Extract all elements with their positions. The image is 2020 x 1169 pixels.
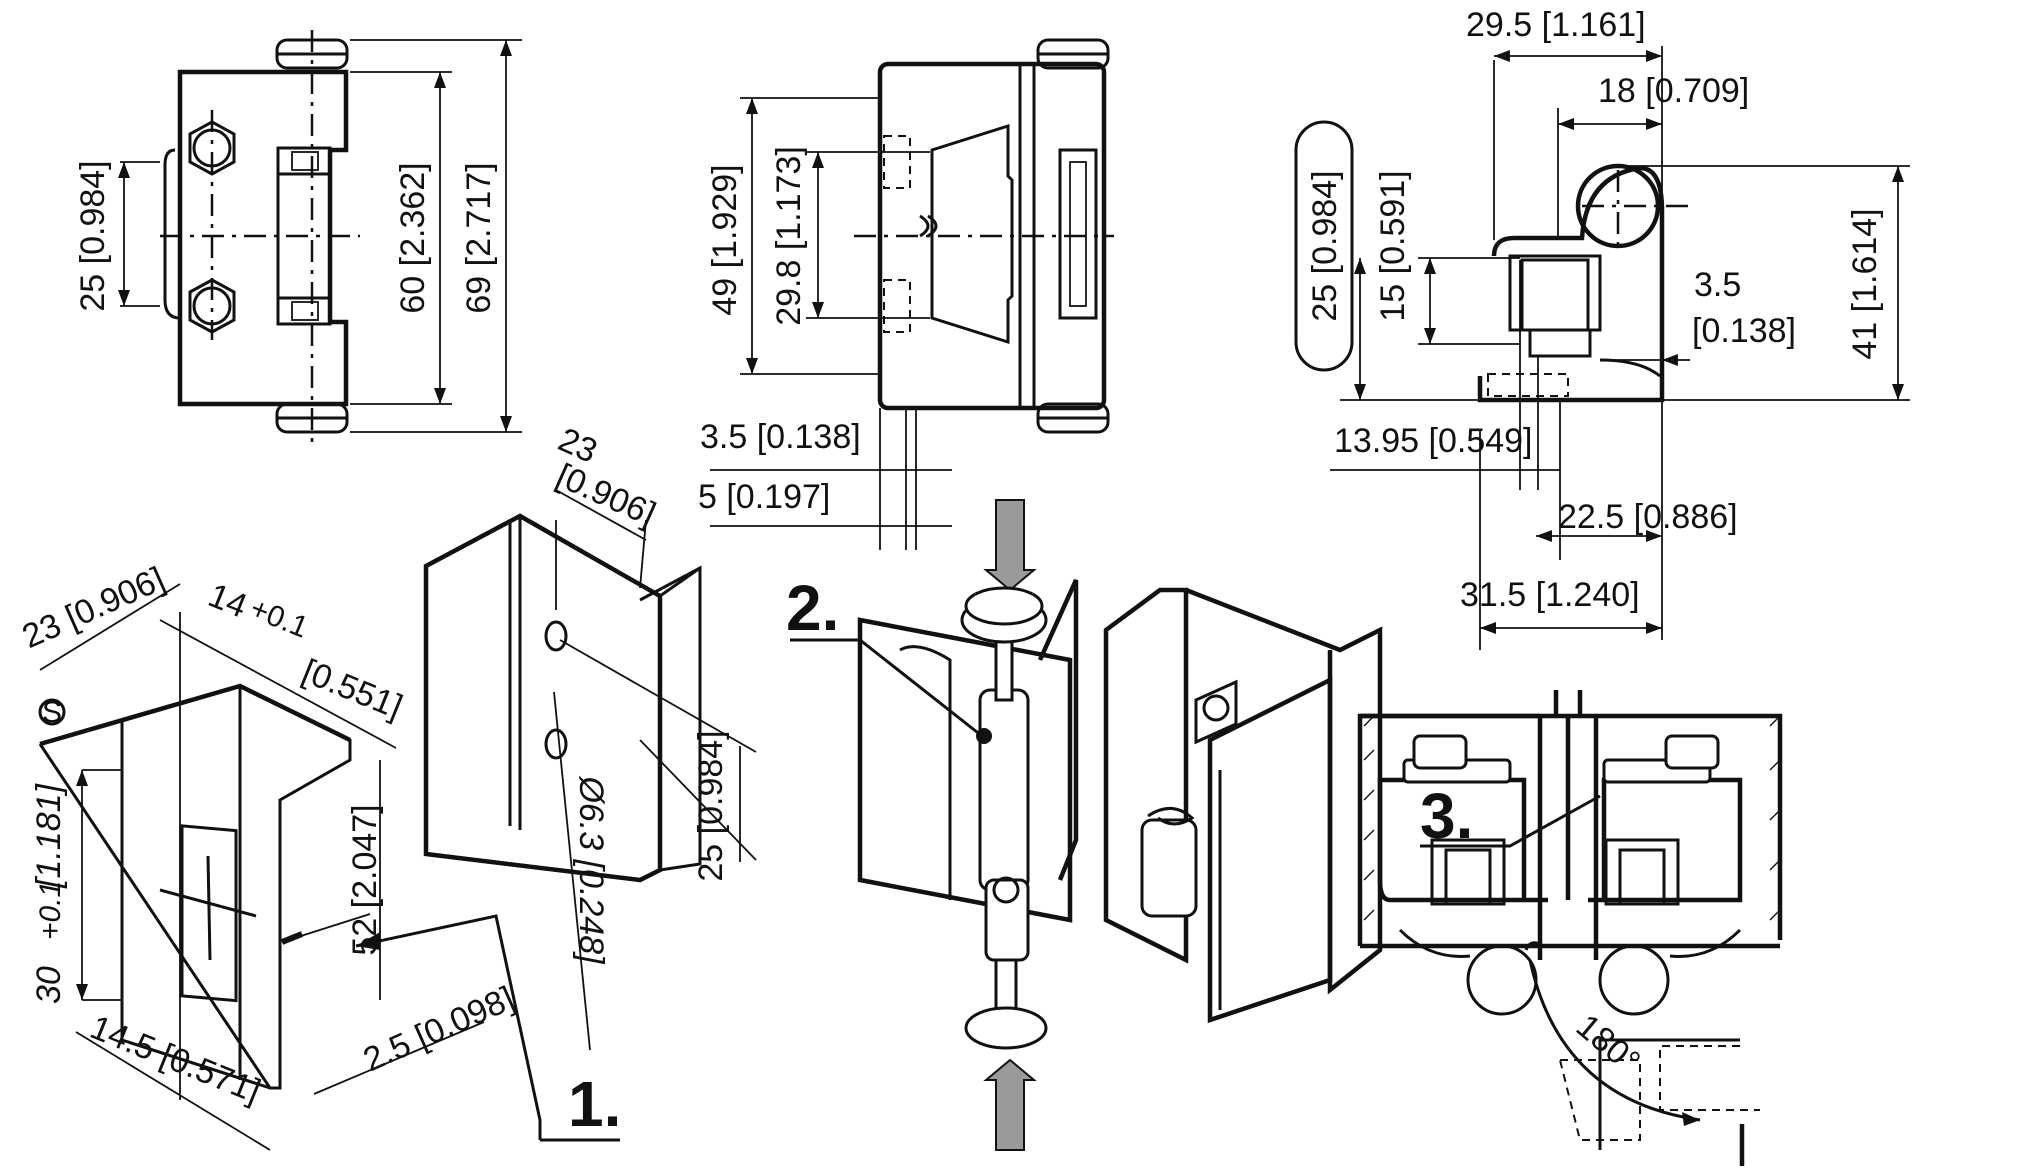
dim-offset-b: 5 [0.197] (698, 478, 830, 516)
dim-height-41: 41 [1.614] (1846, 208, 1884, 359)
dim-bracket-c: Ø6.3 [0.248] (572, 775, 610, 965)
dim-width: 29.5 [1.161] (1466, 6, 1646, 44)
dim-x1: 13.95 [0.549] (1334, 422, 1533, 460)
step-2-label: 2. (786, 572, 839, 644)
dim-bracket-b: 25 [0.984] (692, 730, 730, 881)
step-1-label: 1. (568, 1068, 621, 1140)
dim-cutout-c-main: 30 (30, 966, 68, 1004)
dim-badge: 25 [0.984] (1306, 170, 1344, 321)
dim-cutout-b-inch: [0.551] (297, 652, 408, 726)
dim-pin: 18 [0.709] (1598, 72, 1749, 110)
dim-cutout-f: 2.5 [0.098] (358, 979, 520, 1079)
dim-cutout-c-tol: +0.1 (34, 881, 67, 940)
dim-x2: 22.5 [0.886] (1558, 498, 1738, 536)
dim-cutout-c-inch: [1.181] (30, 782, 68, 889)
dim-offset-a: 3.5 [0.138] (700, 418, 861, 456)
dim-cutout-b-main: 14 (203, 576, 252, 625)
dim-gap-b: [0.138] (1692, 312, 1796, 350)
dim-total: 69 [2.717] (460, 162, 498, 313)
dim-pitch: 25 [0.984] (74, 160, 112, 311)
dim-height: 60 [2.362] (394, 162, 432, 313)
top-view: 29.5 [1.161] 18 [0.709] 25 [0.984] 15 [0… (1294, 6, 1910, 650)
hinge-assembly-view (857, 499, 1383, 1151)
dim-cutout-a: 23 [0.906] (17, 560, 171, 656)
dim-outer: 49 [1.929] (706, 164, 744, 315)
step-3-label: 3. (1420, 780, 1473, 852)
dim-bracket-a-bottom: [0.906] (551, 457, 661, 534)
dim-cutout-b-tol: +0.1 (245, 592, 312, 645)
dim-depth: 15 [0.591] (1374, 170, 1412, 321)
cutout-symbol-s: S (42, 696, 62, 729)
front-view: 25 [0.984] 60 [2.362] 69 [2.717] (74, 30, 522, 442)
step-callouts: 1. 2. 3. (355, 572, 1601, 1142)
dim-cutout-e: 52 [2.047] (346, 804, 384, 955)
dim-inner: 29.8 [1.173] (770, 146, 808, 326)
dim-gap-a: 3.5 (1694, 266, 1741, 304)
side-view: 49 [1.929] 29.8 [1.173] 3.5 [0.138] 5 [0… (698, 38, 1114, 550)
rotation-angle: 180° (1569, 1007, 1647, 1081)
mounted-section-view: 180° (1357, 690, 1783, 1166)
dim-x3: 31.5 [1.240] (1460, 576, 1640, 614)
bracket-view: 23 [0.906] 25 [0.984] Ø6.3 [0.248] (423, 421, 757, 1051)
